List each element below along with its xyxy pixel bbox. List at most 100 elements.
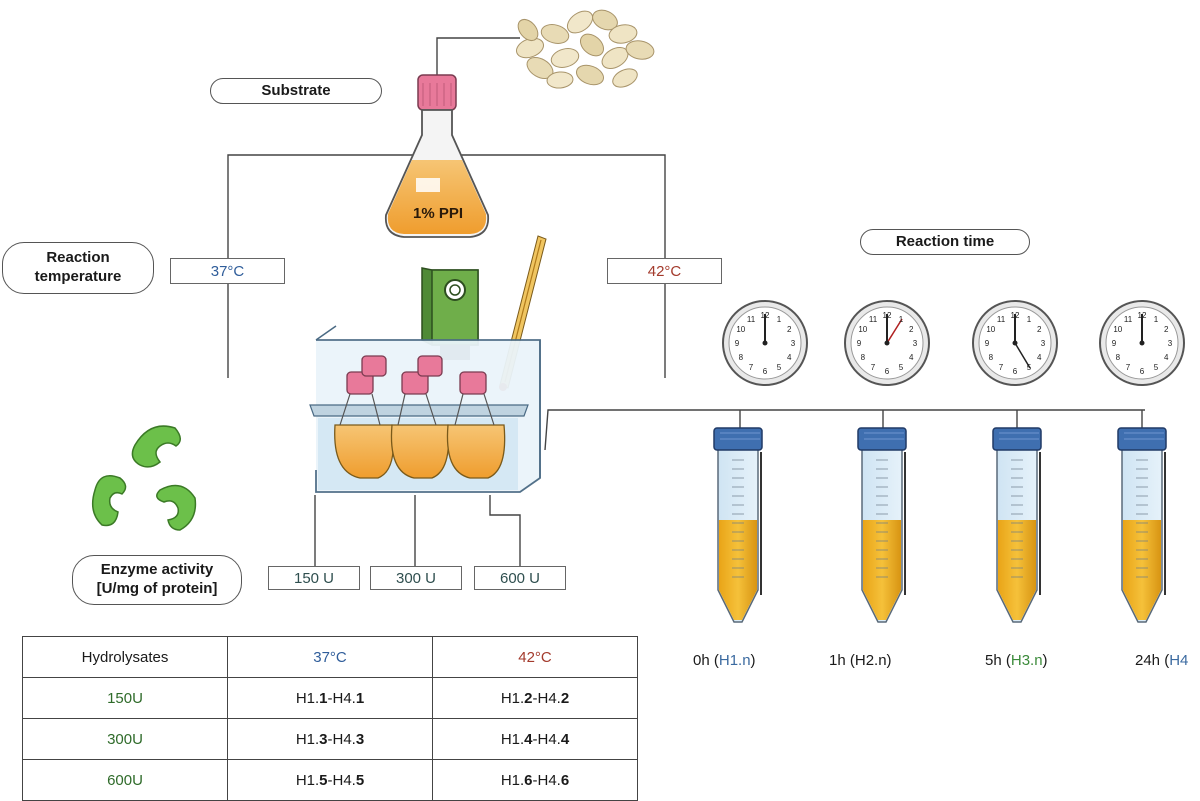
time-code-24h: H4: [1169, 652, 1189, 669]
clock-numeral: 2: [787, 325, 792, 334]
clock-icon: [1099, 300, 1185, 386]
clock-numeral: 7: [1126, 363, 1131, 372]
time-code-1h: H2.n: [854, 652, 887, 669]
enzyme-unit-150-box: 150 U: [268, 566, 360, 590]
clock-numeral: 8: [861, 353, 866, 362]
table-header-hydrolysates: Hydrolysates: [22, 636, 228, 678]
enzyme-activity-label: Enzyme activity [U/mg of protein]: [72, 555, 242, 605]
reaction-time-label: Reaction time: [860, 229, 1030, 255]
clock-numeral: 7: [999, 363, 1004, 372]
clock-numeral: 7: [749, 363, 754, 372]
time-0h: 0h: [693, 652, 710, 669]
table-cell-37c: H1.1-H4.1: [227, 677, 433, 719]
time-code-5h: H3.n: [1010, 652, 1043, 669]
substrate-text: Substrate: [261, 81, 331, 99]
time-code-0h: H1.n: [718, 652, 751, 669]
tubes: [713, 427, 1167, 623]
clock-numeral: 1: [1027, 315, 1032, 324]
clock-numeral: 5: [1154, 363, 1159, 372]
time-label-1h: 1h (H2.n): [829, 652, 892, 669]
substrate-label: Substrate: [210, 78, 382, 104]
bath-flasks: [334, 355, 506, 479]
clock-numeral: 8: [739, 353, 744, 362]
clock-numeral: 12: [1138, 311, 1147, 320]
clock-numeral: 11: [747, 315, 756, 324]
reaction-temperature-line1: Reaction: [46, 249, 110, 267]
clock-numeral: 9: [985, 339, 990, 348]
clock-numeral: 11: [997, 315, 1006, 324]
clock-numeral: 4: [1037, 353, 1042, 362]
clock-numeral: 9: [1112, 339, 1117, 348]
clock-numeral: 2: [1037, 325, 1042, 334]
seeds-icon: [515, 9, 655, 89]
clock-numeral: 1: [1154, 315, 1159, 324]
clock-numeral: 5: [1027, 363, 1032, 372]
clock-numeral: 5: [777, 363, 782, 372]
clock-numeral: 4: [1164, 353, 1169, 362]
clock-numeral: 2: [1164, 325, 1169, 334]
tube-icon: [713, 427, 763, 623]
time-label-5h: 5h (H3.n): [985, 652, 1048, 669]
enzyme-unit-600-box: 600 U: [474, 566, 566, 590]
table-header-37c: 37°C: [227, 636, 433, 678]
clock-numeral: 9: [857, 339, 862, 348]
reaction-time-text: Reaction time: [895, 232, 995, 250]
tube-icon: [1117, 427, 1167, 623]
flask-text: 1% PPI: [412, 205, 464, 222]
clock-numeral: 5: [899, 363, 904, 372]
table-row-label: 300U: [22, 718, 228, 760]
table-cell-42c: H1.2-H4.2: [432, 677, 638, 719]
table-cell-37c: H1.3-H4.3: [227, 718, 433, 760]
table-cell-37c: H1.5-H4.5: [227, 759, 433, 801]
clock-numeral: 3: [1041, 339, 1046, 348]
clock-numeral: 3: [913, 339, 918, 348]
clock-numeral: 4: [787, 353, 792, 362]
clock-icon: [844, 300, 930, 386]
reaction-temperature-label: Reaction temperature: [2, 242, 154, 294]
table-header-42c: 42°C: [432, 636, 638, 678]
clock-numeral: 6: [885, 367, 890, 376]
clock-numeral: 4: [909, 353, 914, 362]
temperature-low-box: 37°C: [170, 258, 285, 284]
table-row-label: 150U: [22, 677, 228, 719]
time-1h: 1h: [829, 652, 846, 669]
tube-icon: [992, 427, 1042, 623]
table-row-label: 600U: [22, 759, 228, 801]
clock-numeral: 9: [735, 339, 740, 348]
reaction-temperature-line2: temperature: [34, 268, 122, 285]
time-label-24h: 24h (H4: [1135, 652, 1189, 669]
table-row: 600U H1.5-H4.5 H1.6-H4.6: [22, 759, 638, 801]
clock-numeral: 1: [777, 315, 782, 324]
table-cell-42c: H1.4-H4.4: [432, 718, 638, 760]
table-row: 300U H1.3-H4.3 H1.4-H4.4: [22, 718, 638, 760]
clock-numeral: 12: [761, 311, 770, 320]
temperature-high-text: 42°C: [647, 262, 682, 280]
clock-numeral: 8: [989, 353, 994, 362]
flask-icon: [384, 74, 490, 238]
clock-numeral: 6: [1013, 367, 1018, 376]
clock-numeral: 7: [871, 363, 876, 372]
time-label-0h: 0h (H1.n): [693, 652, 756, 669]
time-24h: 24h: [1135, 652, 1161, 669]
clock-numeral: 2: [909, 325, 914, 334]
clock-numeral: 10: [1113, 325, 1122, 334]
clock-numeral: 3: [791, 339, 796, 348]
clock-numeral: 12: [1011, 311, 1020, 320]
enzyme-unit-600-text: 600 U: [499, 569, 541, 587]
clock-numeral: 11: [1124, 315, 1133, 324]
enzyme-unit-300-text: 300 U: [395, 569, 437, 587]
table-cell-42c: H1.6-H4.6: [432, 759, 638, 801]
enzyme-activity-line1: Enzyme activity: [100, 561, 214, 579]
enzyme-unit-150-text: 150 U: [293, 569, 335, 587]
clock-numeral: 1: [899, 315, 904, 324]
table-row: 150U H1.1-H4.1 H1.2-H4.2: [22, 677, 638, 719]
enzyme-activity-line2: [U/mg of protein]: [96, 580, 218, 597]
temperature-high-box: 42°C: [607, 258, 722, 284]
clock-numeral: 10: [736, 325, 745, 334]
clock-numeral: 10: [986, 325, 995, 334]
clock-numeral: 11: [869, 315, 878, 324]
clock-numeral: 3: [1168, 339, 1173, 348]
clock-numeral: 10: [858, 325, 867, 334]
enzyme-icon: [91, 425, 197, 531]
